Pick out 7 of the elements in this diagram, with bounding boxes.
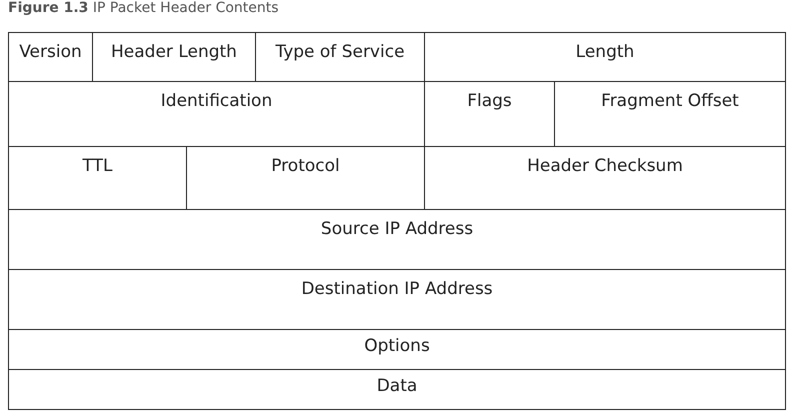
table-cell: Source IP Address <box>8 209 786 270</box>
table-cell: Options <box>8 329 786 370</box>
table-cell: Version <box>8 32 93 82</box>
table-cell: Destination IP Address <box>8 269 786 330</box>
table-cell: Data <box>8 369 786 410</box>
table-cell: Length <box>424 32 786 82</box>
figure-title: Figure 1.3 IP Packet Header Contents <box>8 0 279 16</box>
